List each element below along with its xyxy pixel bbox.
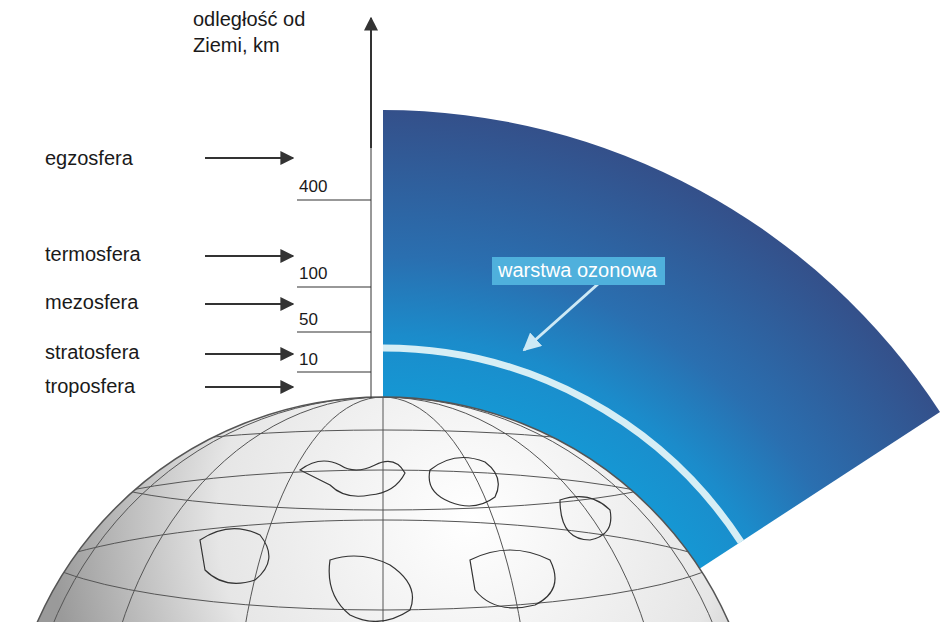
callout-box: warstwa ozonowa [492, 257, 665, 285]
layer-name: stratosfera [45, 340, 139, 364]
globe-grid [0, 390, 783, 622]
layer-name: troposfera [45, 374, 135, 398]
altitude-value: 10 [299, 350, 318, 370]
layer-name: egzosfera [45, 146, 133, 170]
tick-lines [297, 200, 371, 372]
layer-name: mezosfera [45, 290, 138, 314]
axis-title: odległość od Ziemi, km [193, 6, 363, 58]
layer-name: termosfera [45, 242, 141, 266]
callout-text: warstwa ozonowa [498, 258, 659, 282]
leader-line [524, 284, 598, 350]
continent-outlines [200, 458, 611, 622]
altitude-value: 50 [299, 310, 318, 330]
axis-line [371, 148, 372, 398]
pointer-arrows [205, 158, 293, 387]
altitude-value: 400 [299, 177, 327, 197]
altitude-value: 100 [299, 264, 327, 284]
axis-arrow [370, 18, 372, 148]
